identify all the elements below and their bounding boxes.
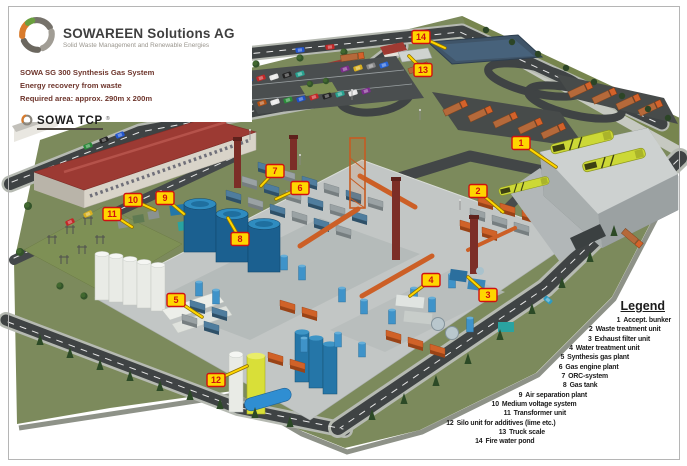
- project-subtitle: Energy recovery from waste: [20, 81, 122, 90]
- legend-item-number: 2: [588, 326, 593, 334]
- info-box: SOWAREEN Solutions AG Solid Waste Manage…: [10, 8, 252, 130]
- project-area: Required area: approx. 290m x 200m: [20, 94, 153, 103]
- legend-title: Legend: [620, 299, 665, 313]
- legend-item-number: 12: [446, 419, 454, 427]
- sowa-tcp-logo: SOWA TCP ®: [20, 113, 252, 132]
- legend-item-number: 13: [498, 429, 507, 437]
- legend-item-number: 3: [587, 335, 592, 343]
- legend-item-label: Silo unit for additives (lime etc.): [456, 419, 556, 427]
- trees: [16, 26, 672, 427]
- legend-item-number: 11: [503, 410, 511, 418]
- legend-item-label: Water treatment unit: [575, 345, 640, 353]
- additive-silos: [228, 328, 338, 415]
- water-treatment: [395, 294, 459, 340]
- legend-item-label: Exhaust filter unit: [594, 335, 650, 343]
- legend-item-number: 8: [562, 382, 567, 390]
- legend-item-number: 4: [569, 345, 573, 353]
- legend-item-label: Fire water pond: [485, 438, 535, 446]
- project-title: SOWA SG 300 Synthesis Gas System: [20, 68, 155, 77]
- sowa-tcp-swirl-icon: [20, 113, 34, 132]
- company-tagline: Solid Waste Management and Renewable Ene…: [63, 42, 210, 49]
- legend-item-label: Transformer unit: [513, 410, 567, 418]
- legend-item-label: Synthesis gas plant: [567, 354, 629, 362]
- legend-item-number: 14: [475, 438, 483, 446]
- admin-building: [12, 110, 258, 209]
- sowareen-logo-icon: [18, 16, 56, 59]
- legend-item-label: Air separation plant: [525, 391, 587, 399]
- legend-item-number: 9: [518, 391, 523, 399]
- legend-item-number: 7: [561, 373, 566, 381]
- legend-item-number: 10: [491, 401, 500, 409]
- project-description: SOWA SG 300 Synthesis Gas System Energy …: [20, 66, 252, 105]
- legend-item-label: ORC-system: [568, 373, 608, 381]
- legend-item-label: Medium voltage system: [501, 401, 577, 409]
- legend-item-label: Gas tank: [569, 382, 598, 390]
- legend-item-label: Gas engine plant: [565, 363, 619, 371]
- legend-item-label: Accept. bunker: [623, 317, 671, 324]
- chimneys: [233, 135, 479, 274]
- acceptance-bunker: [497, 127, 679, 262]
- legend-item-label: Waste treatment unit: [595, 326, 661, 334]
- poster-border: [8, 6, 680, 460]
- legend-item-label: Truck scale: [509, 429, 545, 437]
- company-name: SOWAREEN Solutions AG: [63, 26, 235, 41]
- legend-item-number: 5: [560, 354, 565, 362]
- legend-item-number: 6: [558, 363, 563, 371]
- sowa-tcp-label: SOWA TCP: [37, 115, 103, 130]
- legend-item-number: 1: [616, 317, 621, 324]
- registered-mark: ®: [105, 115, 110, 122]
